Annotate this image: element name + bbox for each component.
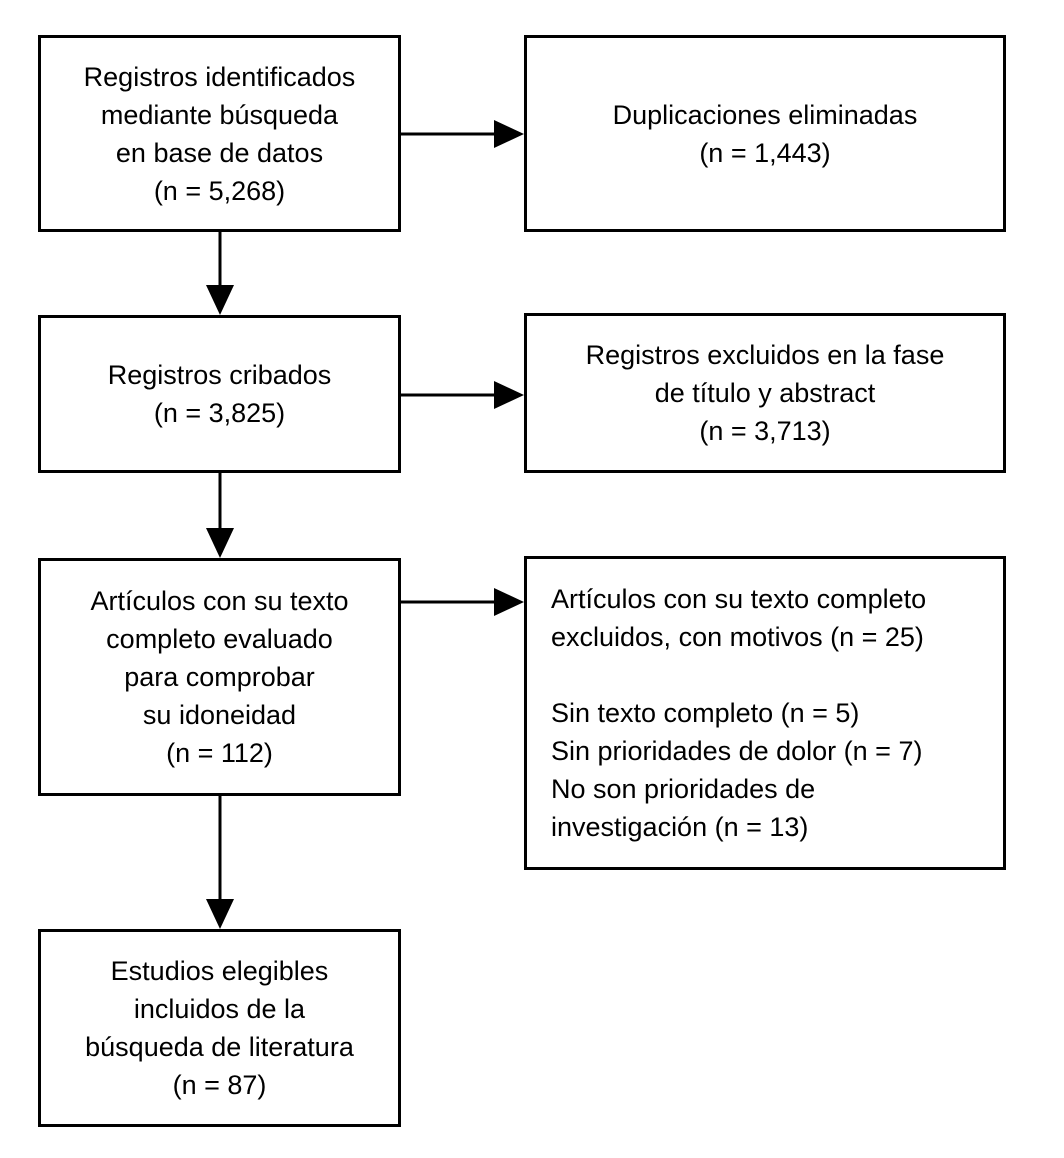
- arrow-fulltext-to-included-icon: [206, 796, 234, 929]
- flow-box-records-screened-label: Registros cribados (n = 3,825): [107, 360, 332, 428]
- flow-box-records-screened: Registros cribados (n = 3,825): [38, 315, 401, 473]
- flow-box-fulltext-excluded: Artículos con su texto completo excluido…: [524, 556, 1006, 870]
- flow-box-studies-included-label: Estudios elegibles incluidos de la búsqu…: [85, 956, 354, 1100]
- flow-box-studies-included: Estudios elegibles incluidos de la búsqu…: [38, 929, 401, 1127]
- flow-box-excluded-title-abstract: Registros excluidos en la fase de título…: [524, 313, 1006, 473]
- arrow-fulltext-to-excluded-icon: [401, 588, 524, 616]
- flow-box-fulltext-assessed: Artículos con su texto completo evaluado…: [38, 558, 401, 796]
- flow-box-duplicates-removed-label: Duplicaciones eliminadas (n = 1,443): [612, 99, 918, 168]
- flow-box-duplicates-removed: Duplicaciones eliminadas (n = 1,443): [524, 35, 1006, 232]
- flow-box-fulltext-excluded-label: Artículos con su texto completo excluido…: [551, 584, 927, 842]
- flow-box-records-identified: Registros identificados mediante búsqued…: [38, 35, 401, 232]
- flow-box-records-identified-label: Registros identificados mediante búsqued…: [83, 61, 356, 206]
- arrow-identified-to-screened-icon: [206, 232, 234, 315]
- arrow-screened-to-fulltext-icon: [206, 473, 234, 558]
- arrow-identified-to-duplicates-icon: [401, 120, 524, 148]
- flow-box-excluded-title-abstract-label: Registros excluidos en la fase de título…: [585, 340, 945, 446]
- flow-box-fulltext-assessed-label: Artículos con su texto completo evaluado…: [90, 586, 349, 768]
- arrow-screened-to-excluded-icon: [401, 381, 524, 409]
